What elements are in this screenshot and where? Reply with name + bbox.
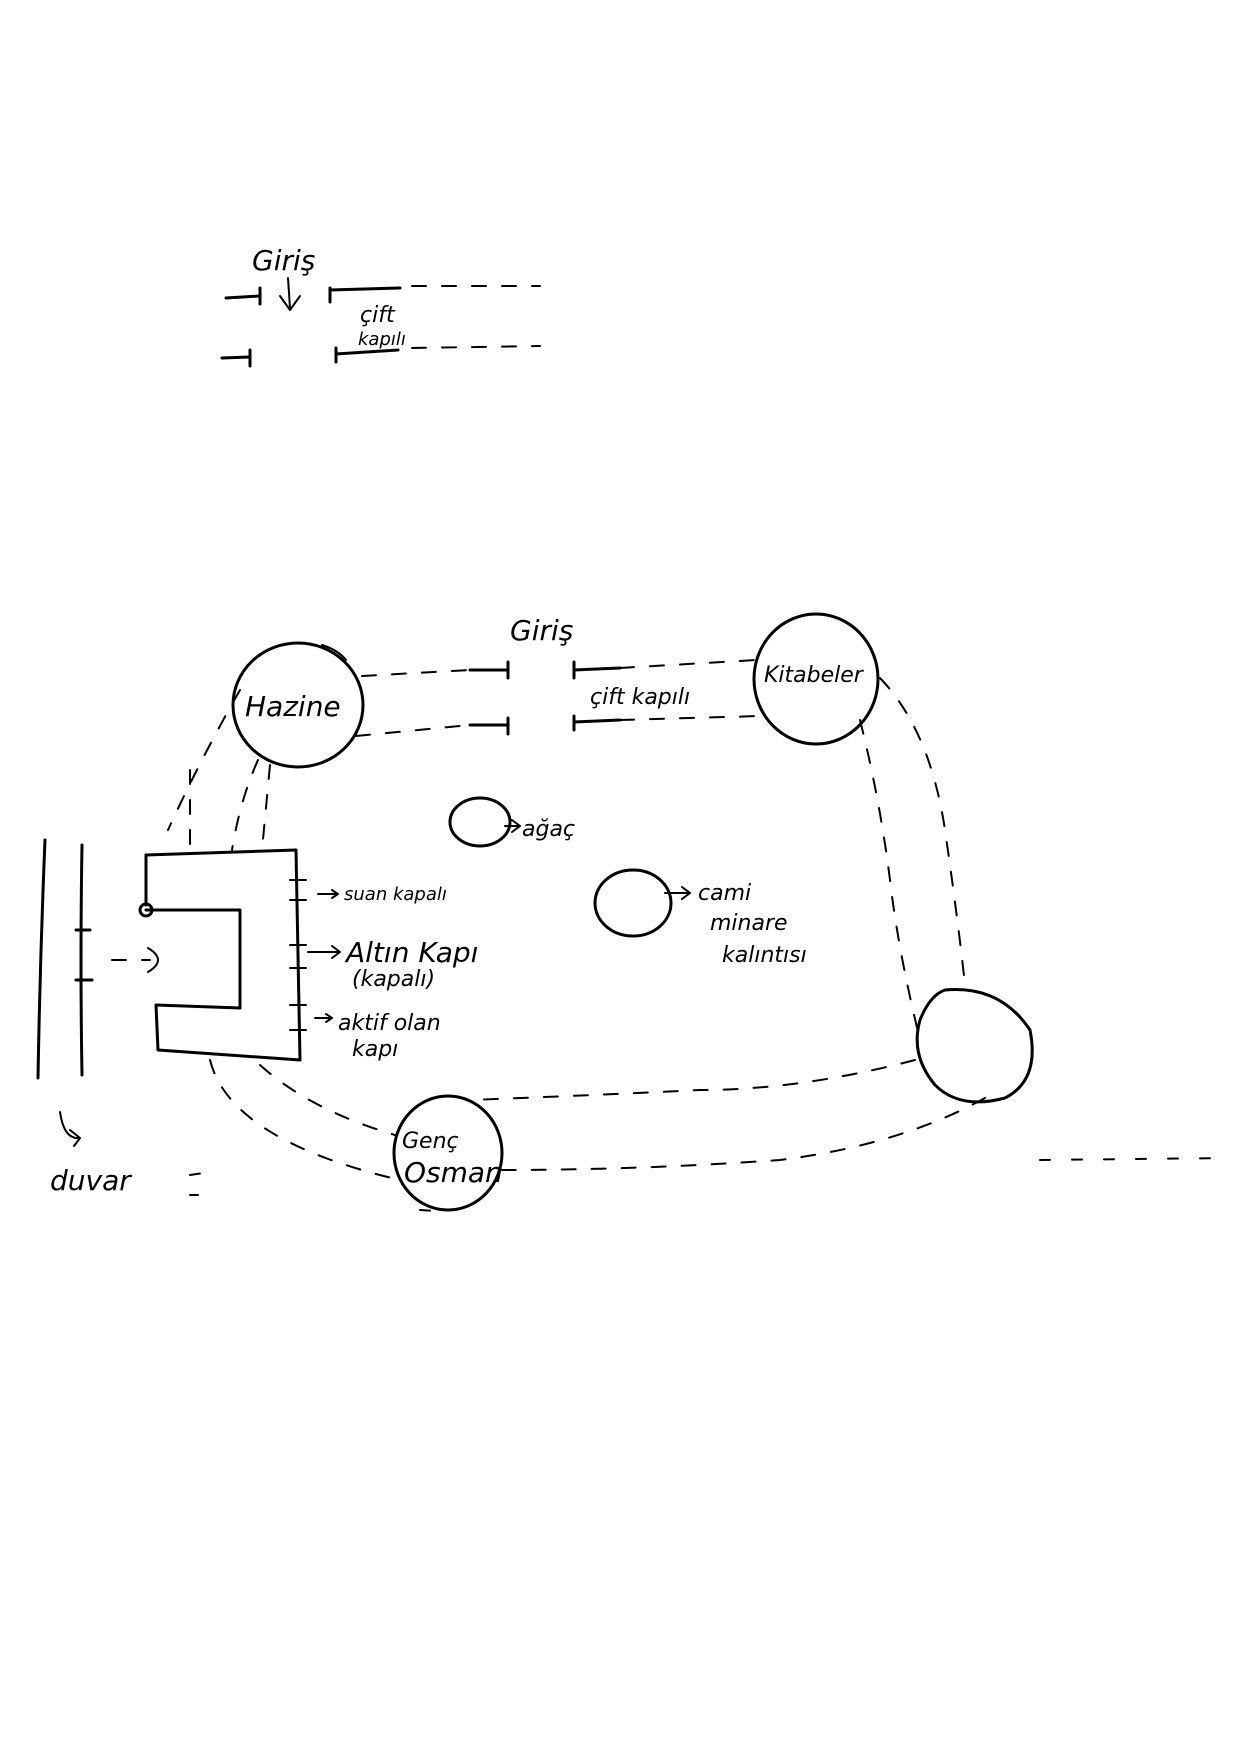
wall-gate-kitabeler-bottom xyxy=(619,715,761,721)
top-double-door-label-2: kapılı xyxy=(358,329,406,350)
wall-castle-osman-inner xyxy=(259,1064,396,1136)
gate-ticks xyxy=(289,879,307,1031)
wall-hazine-castle-2 xyxy=(231,759,259,851)
tower-hazine-mark xyxy=(321,644,347,661)
top-right-wall-lower xyxy=(334,346,400,364)
wall-hazine-gate-bottom xyxy=(355,724,471,737)
closed-gate-label: suan kapalı xyxy=(344,884,447,905)
mosque-remains-symbol xyxy=(593,868,673,938)
wall-east-osman-inner xyxy=(469,1059,916,1101)
top-left-wall-upper xyxy=(224,286,262,306)
tree-arrow-icon xyxy=(504,819,521,833)
top-double-door-label-1: çift xyxy=(360,303,396,328)
main-entrance-label: Giriş xyxy=(510,614,573,647)
down-arrow-icon xyxy=(279,277,301,311)
tower-genc-osman-label-2: Osman xyxy=(404,1156,503,1189)
wall-gate-kitabeler-top xyxy=(619,659,757,669)
tower-genc-osman xyxy=(392,1094,504,1212)
wall-left-line-2 xyxy=(79,843,84,1077)
wall-hazine-gate-top xyxy=(361,669,471,677)
top-entrance-label: Giriş xyxy=(252,244,315,277)
main-double-door-label: çift kapılı xyxy=(590,685,690,710)
wall-entry-arrow-icon xyxy=(147,947,159,973)
top-right-wall-upper xyxy=(328,286,402,304)
wall-left-ticks xyxy=(74,928,94,982)
wall-label: duvar xyxy=(50,1164,132,1197)
active-gate-label-1: aktif olan xyxy=(338,1011,441,1036)
top-dashed-lower xyxy=(411,345,541,349)
tower-genc-osman-label-1: Genç xyxy=(402,1129,459,1154)
mosque-label-2: minare xyxy=(710,911,788,936)
tower-east xyxy=(915,988,1034,1104)
wall-left-line-1 xyxy=(36,838,47,1080)
golden-gate-status: (kapalı) xyxy=(352,967,435,992)
wall-kitabeler-east-outer xyxy=(879,677,966,986)
wall-east-continuation xyxy=(1039,1157,1231,1161)
wall-hazine-castle-1 xyxy=(167,689,241,831)
wall-east-osman-outer xyxy=(499,1097,986,1171)
wall-kitabeler-east-inner xyxy=(859,719,921,1041)
mosque-label-3: kalıntısı xyxy=(722,943,807,968)
gate-structure xyxy=(144,848,302,1062)
wall-castle-osman-outer xyxy=(209,1059,401,1181)
gate-structure-corner xyxy=(138,902,154,918)
mosque-label-1: cami xyxy=(698,881,751,906)
gate-post-right-upper xyxy=(572,660,622,680)
top-entrance-sketch: Giriş çift kapılı xyxy=(220,244,541,368)
tower-hazine xyxy=(231,641,365,769)
gate-post-left-lower xyxy=(468,716,510,736)
wall-hazine-castle-3 xyxy=(261,764,271,851)
active-gate-arrow-icon xyxy=(314,1013,333,1023)
golden-gate-arrow-icon xyxy=(307,945,341,959)
tower-kitabeler xyxy=(752,612,880,746)
gate-post-left-upper xyxy=(468,660,510,680)
tower-hazine-label: Hazine xyxy=(245,690,341,723)
tree-symbol xyxy=(448,796,512,848)
gate-post-right-lower xyxy=(572,714,622,732)
golden-gate-label: Altın Kapı xyxy=(344,936,478,969)
wall-scattered-marks xyxy=(189,1171,451,1213)
wall-label-arrow-icon xyxy=(59,1111,81,1147)
active-gate-label-2: kapı xyxy=(352,1037,398,1062)
main-map: Giriş Hazine Kitabeler Genç Osman çift k… xyxy=(36,612,1231,1213)
closed-gate-arrow-icon xyxy=(317,889,339,899)
mosque-arrow-icon xyxy=(664,886,691,900)
tower-kitabeler-label: Kitabeler xyxy=(764,663,865,688)
tree-label: ağaç xyxy=(522,817,575,842)
top-left-wall-lower xyxy=(220,348,252,368)
